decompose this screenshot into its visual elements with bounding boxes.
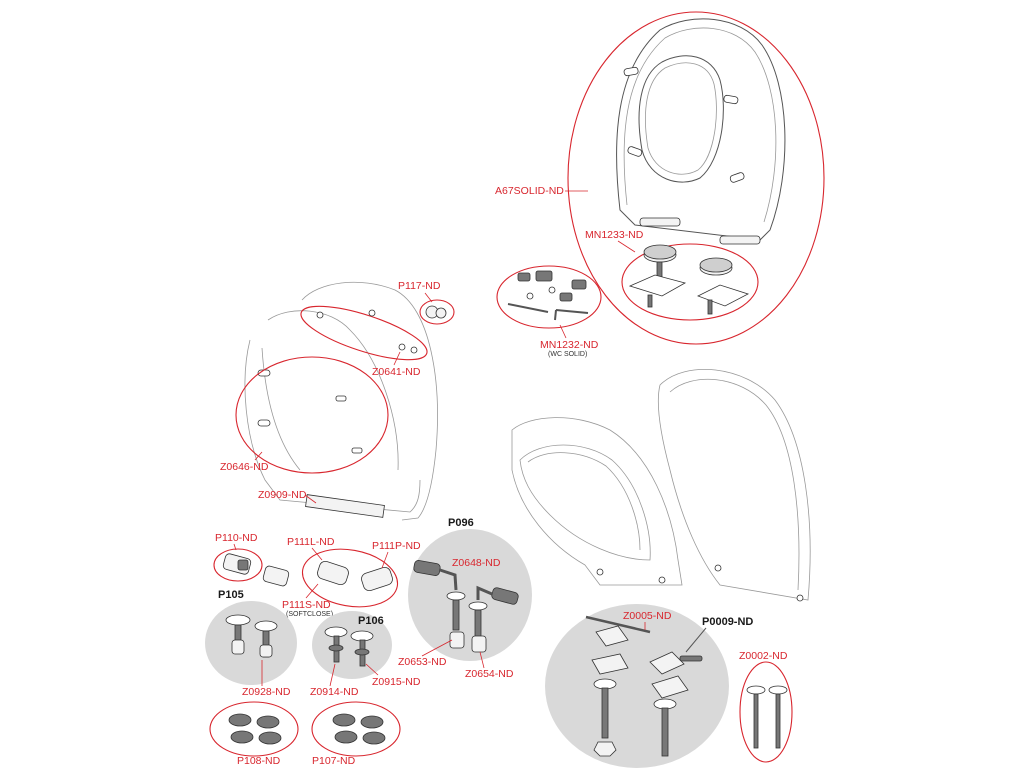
left-seat-group: P117-ND Z0641-ND Z0646-ND Z0909-ND <box>220 280 455 521</box>
label-z0928: Z0928-ND <box>242 686 291 698</box>
z0646-ring <box>235 356 389 474</box>
label-z0915: Z0915-ND <box>372 676 421 688</box>
z0002-ring <box>739 661 793 763</box>
label-p111l: P111L-ND <box>287 536 335 548</box>
label-p105: P105 <box>218 589 244 601</box>
mn1232-ring <box>496 265 602 329</box>
label-p107: P107-ND <box>312 755 356 767</box>
label-p096: P096 <box>448 517 474 529</box>
p096-backdrop <box>408 529 532 661</box>
p108-ring <box>209 701 299 757</box>
label-mn1233: MN1233-ND <box>585 229 644 241</box>
seat-a67solid-group: A67SOLID-ND MN1233-ND <box>495 11 825 345</box>
label-p108: P108-ND <box>237 755 281 767</box>
label-p111s: P111S-ND <box>282 599 331 611</box>
label-z0646: Z0646-ND <box>220 461 269 473</box>
softclose-group: P110-ND P111L-ND P111P-ND P111S-ND (SOFT… <box>213 532 421 618</box>
label-z0654: Z0654-ND <box>465 668 514 680</box>
a67solid-seat-drawing <box>616 18 786 241</box>
label-p106: P106 <box>358 615 384 627</box>
p111-ring <box>301 548 399 608</box>
p0009-group: Z0005-ND P0009-ND <box>545 604 753 768</box>
label-z0648: Z0648-ND <box>452 557 501 569</box>
right-seat-group <box>511 368 811 602</box>
label-p111p: P111P-ND <box>372 540 421 552</box>
caps-group: P108-ND P107-ND <box>209 701 401 767</box>
label-z0909: Z0909-ND <box>258 489 307 501</box>
p110-ring <box>213 548 263 582</box>
z0002-group: Z0002-ND <box>739 650 793 763</box>
p096-group: P096 Z0648-ND Z0653-ND Z0654-ND <box>398 517 532 680</box>
mn1232-group: MN1232-ND (WC SOLID) <box>496 265 602 358</box>
p107-ring <box>311 701 401 757</box>
label-z0641: Z0641-ND <box>372 366 421 378</box>
label-z0653: Z0653-ND <box>398 656 447 668</box>
label-z0914: Z0914-ND <box>310 686 359 698</box>
label-p117: P117-ND <box>398 280 441 292</box>
p105-group: P105 Z0928-ND <box>205 589 297 698</box>
p117-ring <box>419 299 455 325</box>
a67solid-ring <box>567 11 825 345</box>
label-mn1232-sub: (WC SOLID) <box>548 351 587 358</box>
mn1233-ring <box>621 243 759 321</box>
label-mn1232: MN1232-ND <box>540 339 599 351</box>
label-z0005: Z0005-ND <box>623 610 672 622</box>
label-a67solid: A67SOLID-ND <box>495 185 564 197</box>
p105-backdrop <box>205 601 297 685</box>
p106-group: P106 Z0914-ND Z0915-ND <box>310 611 421 698</box>
label-p0009: P0009-ND <box>702 616 753 628</box>
z0641-ring <box>300 305 428 361</box>
p0009-backdrop <box>545 604 729 768</box>
label-p110: P110-ND <box>215 532 258 544</box>
label-z0002: Z0002-ND <box>739 650 788 662</box>
label-p111s-sub: (SOFTCLOSE) <box>286 611 333 618</box>
